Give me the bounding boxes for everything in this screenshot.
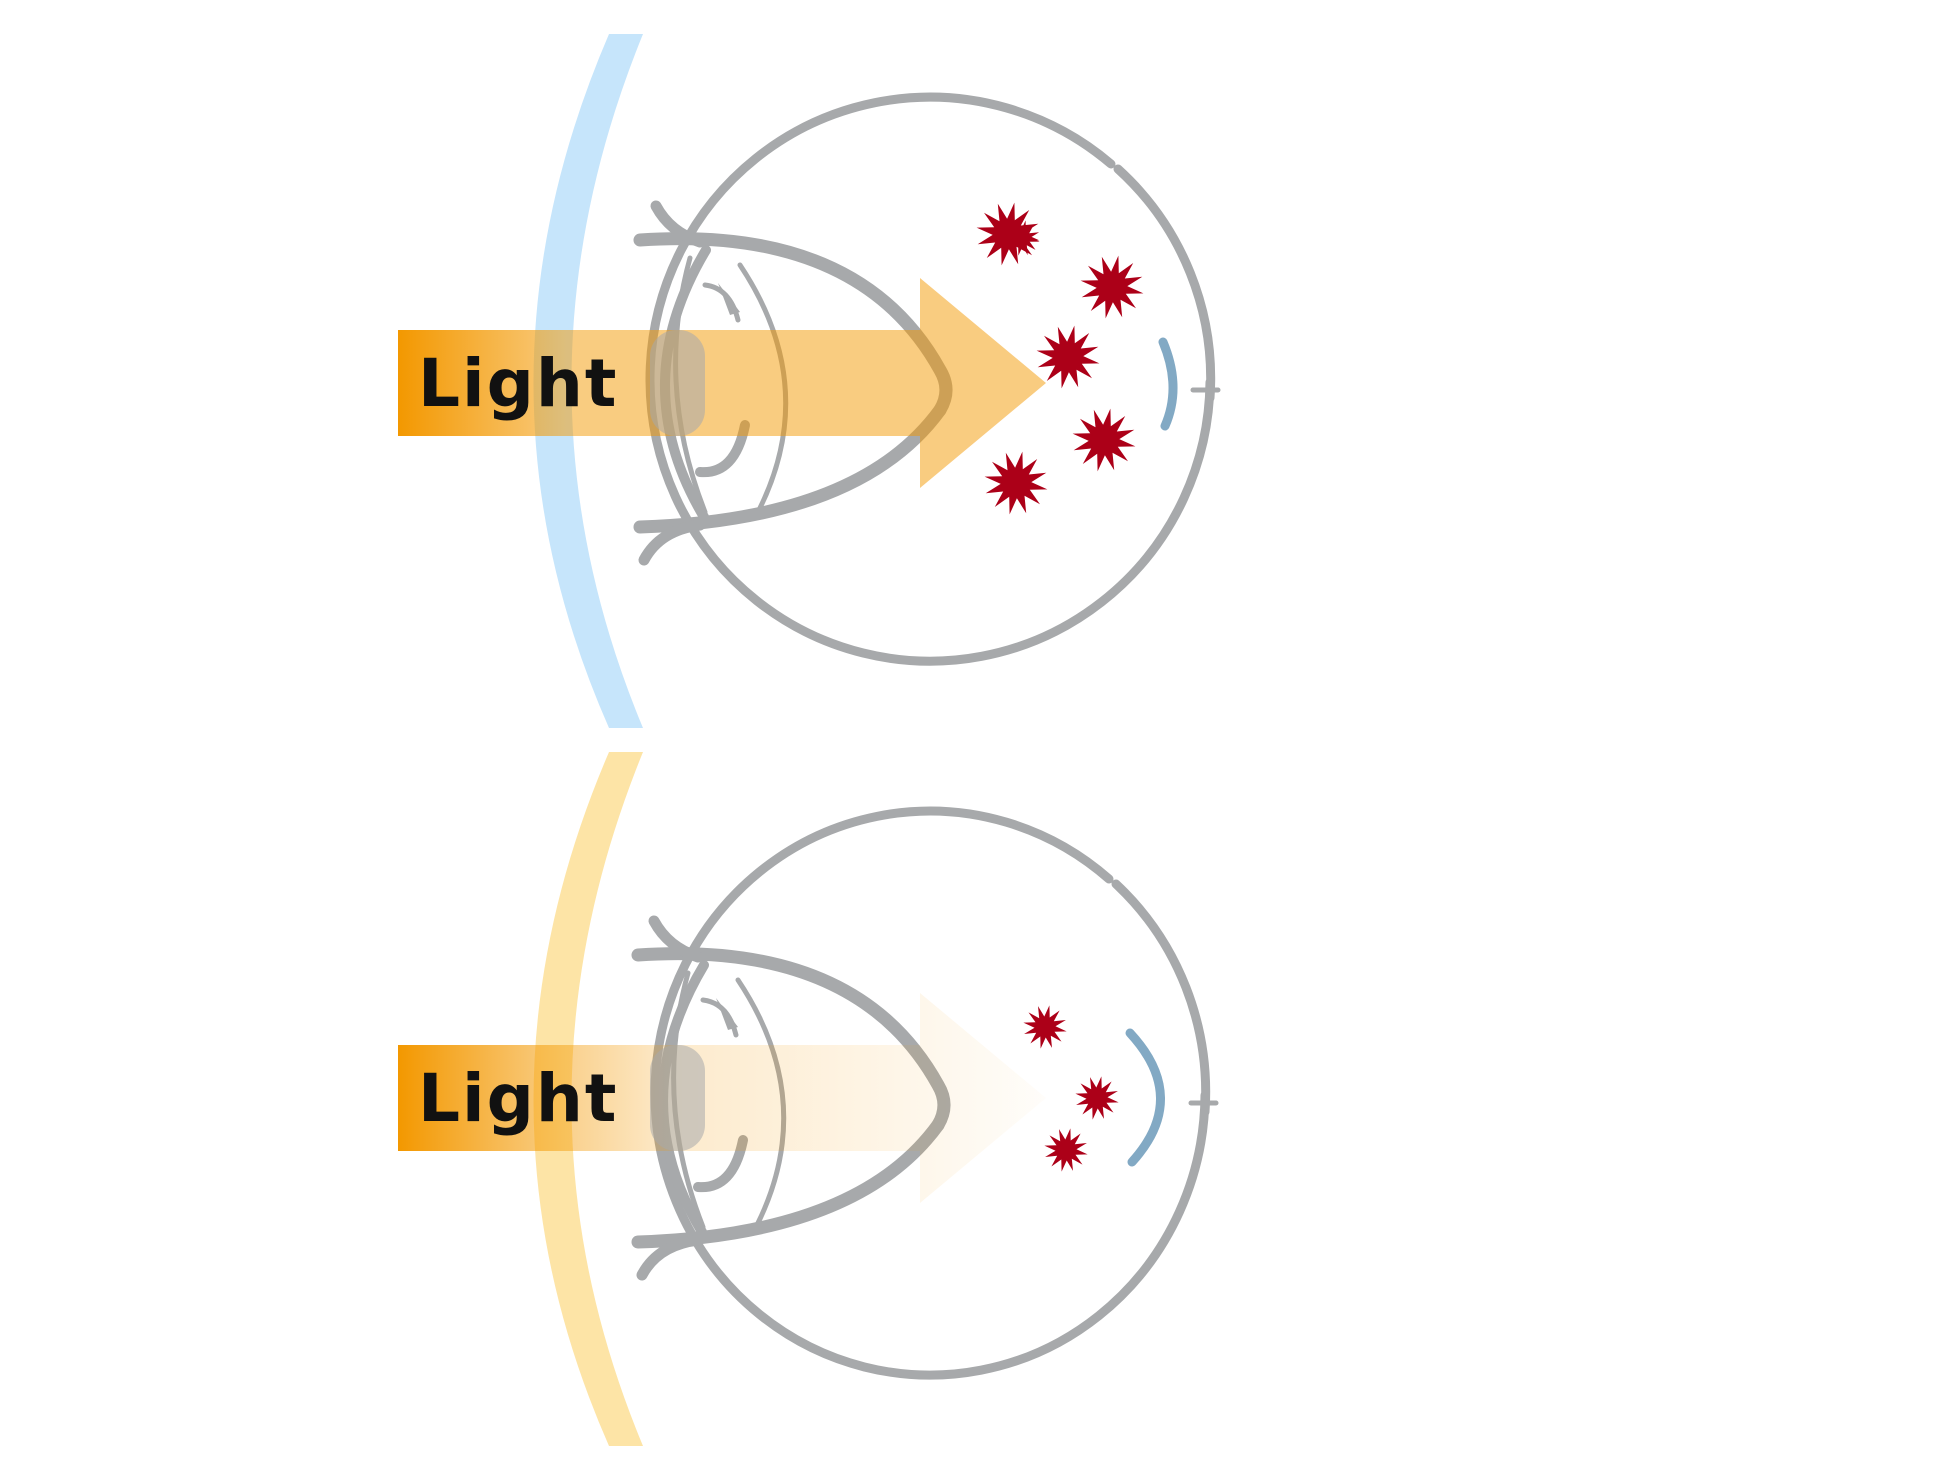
light-label: Light [418,1060,618,1137]
light-label: Light [418,345,618,422]
iris-highlight [716,998,738,1030]
panel-top: Light [398,34,1221,728]
lower-eyelash [638,519,706,566]
damage-marks [976,202,1144,515]
damage-burst [984,451,1048,515]
light-arrow-shape [398,993,1046,1203]
upper-eyelash [650,200,706,248]
damage-burst [1072,408,1136,472]
blue-lens [533,34,643,728]
damage-burst [1036,325,1100,389]
damage-burst [976,202,1040,266]
lower-eyelash [636,1234,704,1281]
eyeball-outline [645,92,1216,666]
damage-burst [1044,1128,1088,1172]
damage-burst [1080,255,1144,319]
damage-burst [1023,1005,1067,1049]
pupil-overlay [650,1045,705,1151]
macula [1158,337,1178,431]
panel-bottom: Light [398,752,1219,1446]
damage-burst [1004,220,1040,256]
damage-burst [1075,1076,1119,1120]
macula [1125,1028,1165,1167]
yellow-lens [533,752,643,1446]
light-arrow: Light [398,993,1046,1203]
upper-eyelash [648,915,704,963]
damage-marks [1023,1005,1119,1172]
pupil-overlay [650,330,705,436]
iris-highlight [718,283,740,315]
light-arrow: Light [398,278,1046,488]
light-arrow-shape [398,278,1046,488]
eyeball-outline [650,806,1211,1380]
